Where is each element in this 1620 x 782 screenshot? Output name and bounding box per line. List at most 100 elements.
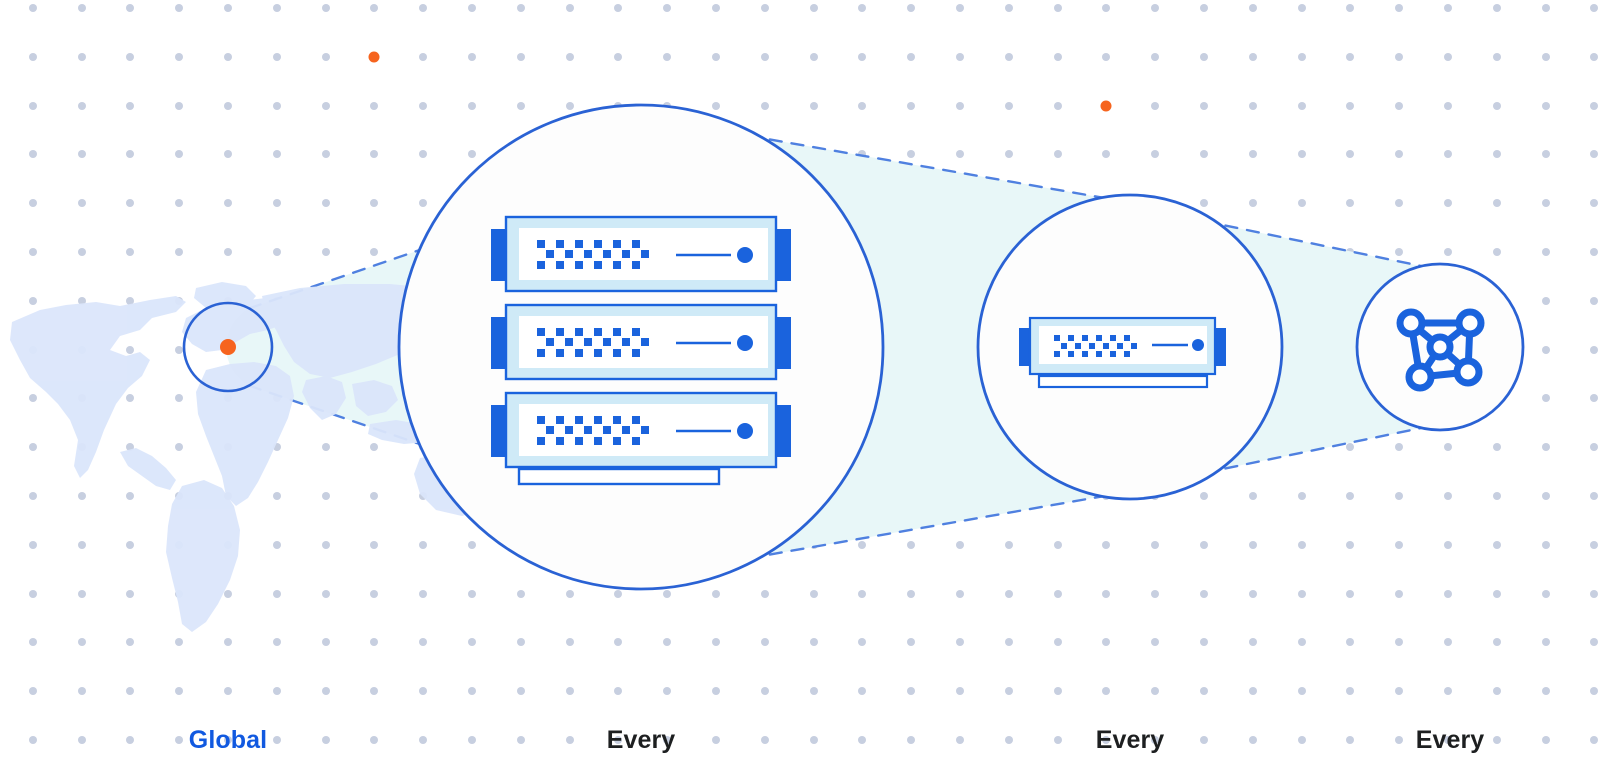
grid-dot xyxy=(1249,4,1257,12)
grid-dot xyxy=(517,102,525,110)
grid-dot xyxy=(322,4,330,12)
grid-dot xyxy=(1590,687,1598,695)
grid-dot xyxy=(1346,638,1354,646)
grid-dot xyxy=(1298,492,1306,500)
rack-unit-status-led xyxy=(737,247,753,263)
every-data-center-icon[interactable] xyxy=(397,103,885,591)
grid-dot xyxy=(858,638,866,646)
rack-unit-2 xyxy=(491,303,791,381)
grid-dot xyxy=(1444,541,1452,549)
grid-dot xyxy=(517,687,525,695)
grid-dot xyxy=(1444,102,1452,110)
grid-dot xyxy=(370,541,378,549)
grid-dot xyxy=(1493,541,1501,549)
grid-dot xyxy=(78,492,86,500)
grid-dot xyxy=(224,199,232,207)
grid-dot xyxy=(663,4,671,12)
grid-dot xyxy=(956,150,964,158)
grid-dot xyxy=(273,541,281,549)
grid-dot xyxy=(175,638,183,646)
grid-dot xyxy=(1346,150,1354,158)
grid-dot xyxy=(175,102,183,110)
every-service-icon[interactable] xyxy=(1355,262,1525,432)
grid-dot xyxy=(224,53,232,61)
landmass-africa xyxy=(196,362,294,506)
label-global-network-line-1: Global xyxy=(188,726,268,754)
grid-dot xyxy=(29,297,37,305)
grid-dot xyxy=(273,590,281,598)
cone-datacenter-to-server-edge-upper xyxy=(595,495,1104,587)
grid-dot xyxy=(1298,150,1306,158)
grid-dot xyxy=(517,53,525,61)
grid-dot xyxy=(761,4,769,12)
grid-dot xyxy=(468,638,476,646)
grid-dot xyxy=(956,736,964,744)
label-every-service: Every service xyxy=(1350,668,1550,782)
grid-dot xyxy=(1590,248,1598,256)
grid-dot xyxy=(29,492,37,500)
grid-dot xyxy=(126,150,134,158)
grid-dot xyxy=(1395,248,1403,256)
grid-dot xyxy=(322,541,330,549)
server-vent-dots xyxy=(1054,335,1137,357)
grid-dot xyxy=(1054,541,1062,549)
grid-dot xyxy=(1590,541,1598,549)
grid-dot xyxy=(810,736,818,744)
grid-dot xyxy=(1005,53,1013,61)
rack-unit-3 xyxy=(491,391,791,469)
landmass-india xyxy=(302,376,346,420)
grid-dot xyxy=(370,590,378,598)
grid-dot xyxy=(419,687,427,695)
grid-dot xyxy=(956,638,964,646)
grid-dot xyxy=(224,4,232,12)
grid-dot xyxy=(1444,492,1452,500)
rack-unit-1 xyxy=(491,215,791,293)
grid-dot xyxy=(322,638,330,646)
grid-dot xyxy=(419,736,427,744)
landmass-south-america xyxy=(166,480,240,632)
grid-dot xyxy=(1346,4,1354,12)
grid-dot xyxy=(1102,53,1110,61)
global-network-icon[interactable] xyxy=(182,301,274,393)
grid-dot xyxy=(712,687,720,695)
grid-dot xyxy=(1200,4,1208,12)
grid-dot xyxy=(224,102,232,110)
every-server-icon[interactable] xyxy=(976,193,1284,501)
grid-dot xyxy=(810,4,818,12)
grid-dot xyxy=(224,248,232,256)
grid-dot xyxy=(810,638,818,646)
grid-dot xyxy=(1590,53,1598,61)
grid-dot xyxy=(1298,736,1306,744)
grid-dot xyxy=(29,4,37,12)
grid-dot xyxy=(1249,53,1257,61)
grid-dot xyxy=(370,150,378,158)
grid-dot xyxy=(761,102,769,110)
grid-dot xyxy=(175,4,183,12)
grid-dot xyxy=(1249,590,1257,598)
grid-dot xyxy=(956,4,964,12)
grid-dot xyxy=(1346,199,1354,207)
grid-dot xyxy=(1200,492,1208,500)
grid-dot xyxy=(907,687,915,695)
grid-dot xyxy=(1346,53,1354,61)
grid-dot xyxy=(322,53,330,61)
grid-dot xyxy=(370,199,378,207)
grid-dot xyxy=(273,492,281,500)
service-magnifier-circle xyxy=(1355,262,1525,432)
grid-dot xyxy=(1005,150,1013,158)
grid-dot xyxy=(468,590,476,598)
grid-dot xyxy=(1590,736,1598,744)
grid-dot xyxy=(1200,687,1208,695)
grid-dot xyxy=(126,346,134,354)
grid-dot xyxy=(1395,736,1403,744)
grid-dot xyxy=(956,53,964,61)
grid-dot xyxy=(761,590,769,598)
rack-unit-status-led xyxy=(737,335,753,351)
grid-dot xyxy=(29,736,37,744)
grid-dot xyxy=(1151,638,1159,646)
grid-dot xyxy=(1493,443,1501,451)
grid-dot xyxy=(1542,53,1550,61)
grid-dot xyxy=(1200,638,1208,646)
grid-dot xyxy=(370,736,378,744)
